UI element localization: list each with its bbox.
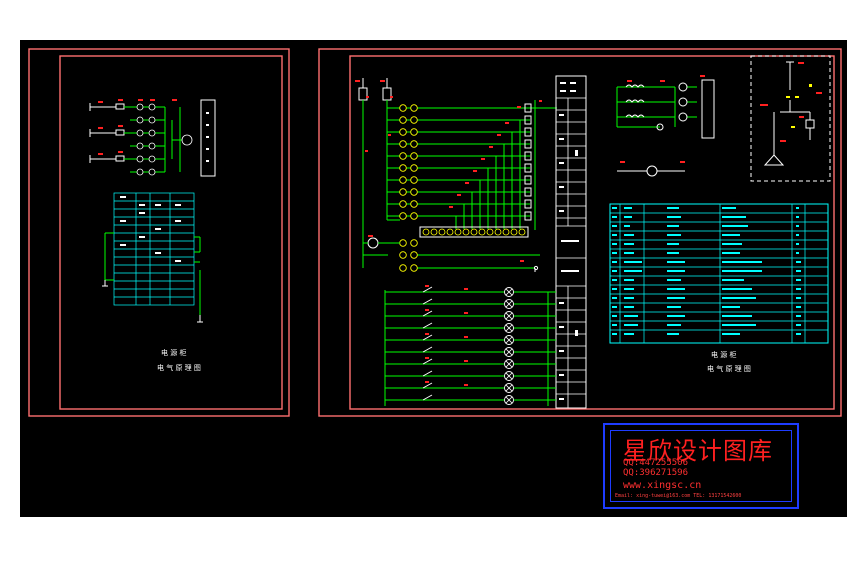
left-sheet-outer-frame [28, 48, 290, 417]
top-right-grounding-detail [750, 55, 831, 182]
equipment-table [609, 203, 829, 344]
watermark-title: 星欣设计图库 [623, 437, 773, 465]
top-right-transformer-circuit [616, 75, 715, 177]
main-bus-wiring [355, 78, 557, 272]
right-sheet-title: 电 源 柜 电 气 原 理 图 [707, 350, 751, 373]
left-title-line2: 电 气 原 理 图 [157, 363, 201, 372]
watermark-qq1: QQ:447255506 [623, 458, 689, 468]
electrical-schematic: 电 源 柜 电 气 原 理 图 [28, 48, 842, 417]
left-sheet-inner-frame [59, 55, 283, 410]
left-sheet-title: 电 源 柜 电 气 原 理 图 [157, 348, 201, 372]
watermark-inner-border [610, 430, 792, 502]
watermark-contact: Email: xing-tuwei@163.com TEL: 131715426… [615, 493, 742, 499]
left-input-circuit [89, 99, 216, 177]
right-title-line2: 电 气 原 理 图 [707, 364, 751, 373]
cad-canvas: 电 源 柜 电 气 原 理 图 [20, 40, 847, 517]
meter-icon [367, 237, 379, 249]
watermark-website: www.xingsc.cn [623, 480, 702, 491]
right-title-line1: 电 源 柜 [711, 350, 736, 359]
right-sheet-inner-frame [349, 55, 835, 410]
left-terminal-table [102, 192, 203, 323]
lighting-circuits [384, 285, 556, 406]
watermark-qq2: QQ:396271596 [623, 468, 689, 478]
right-sheet-outer-frame [318, 48, 842, 417]
right-label-column [555, 75, 587, 409]
watermark-stamp: 星欣设计图库 QQ:447255506 QQ:396271596 www.xin… [603, 423, 799, 509]
left-title-line1: 电 源 柜 [161, 348, 186, 357]
